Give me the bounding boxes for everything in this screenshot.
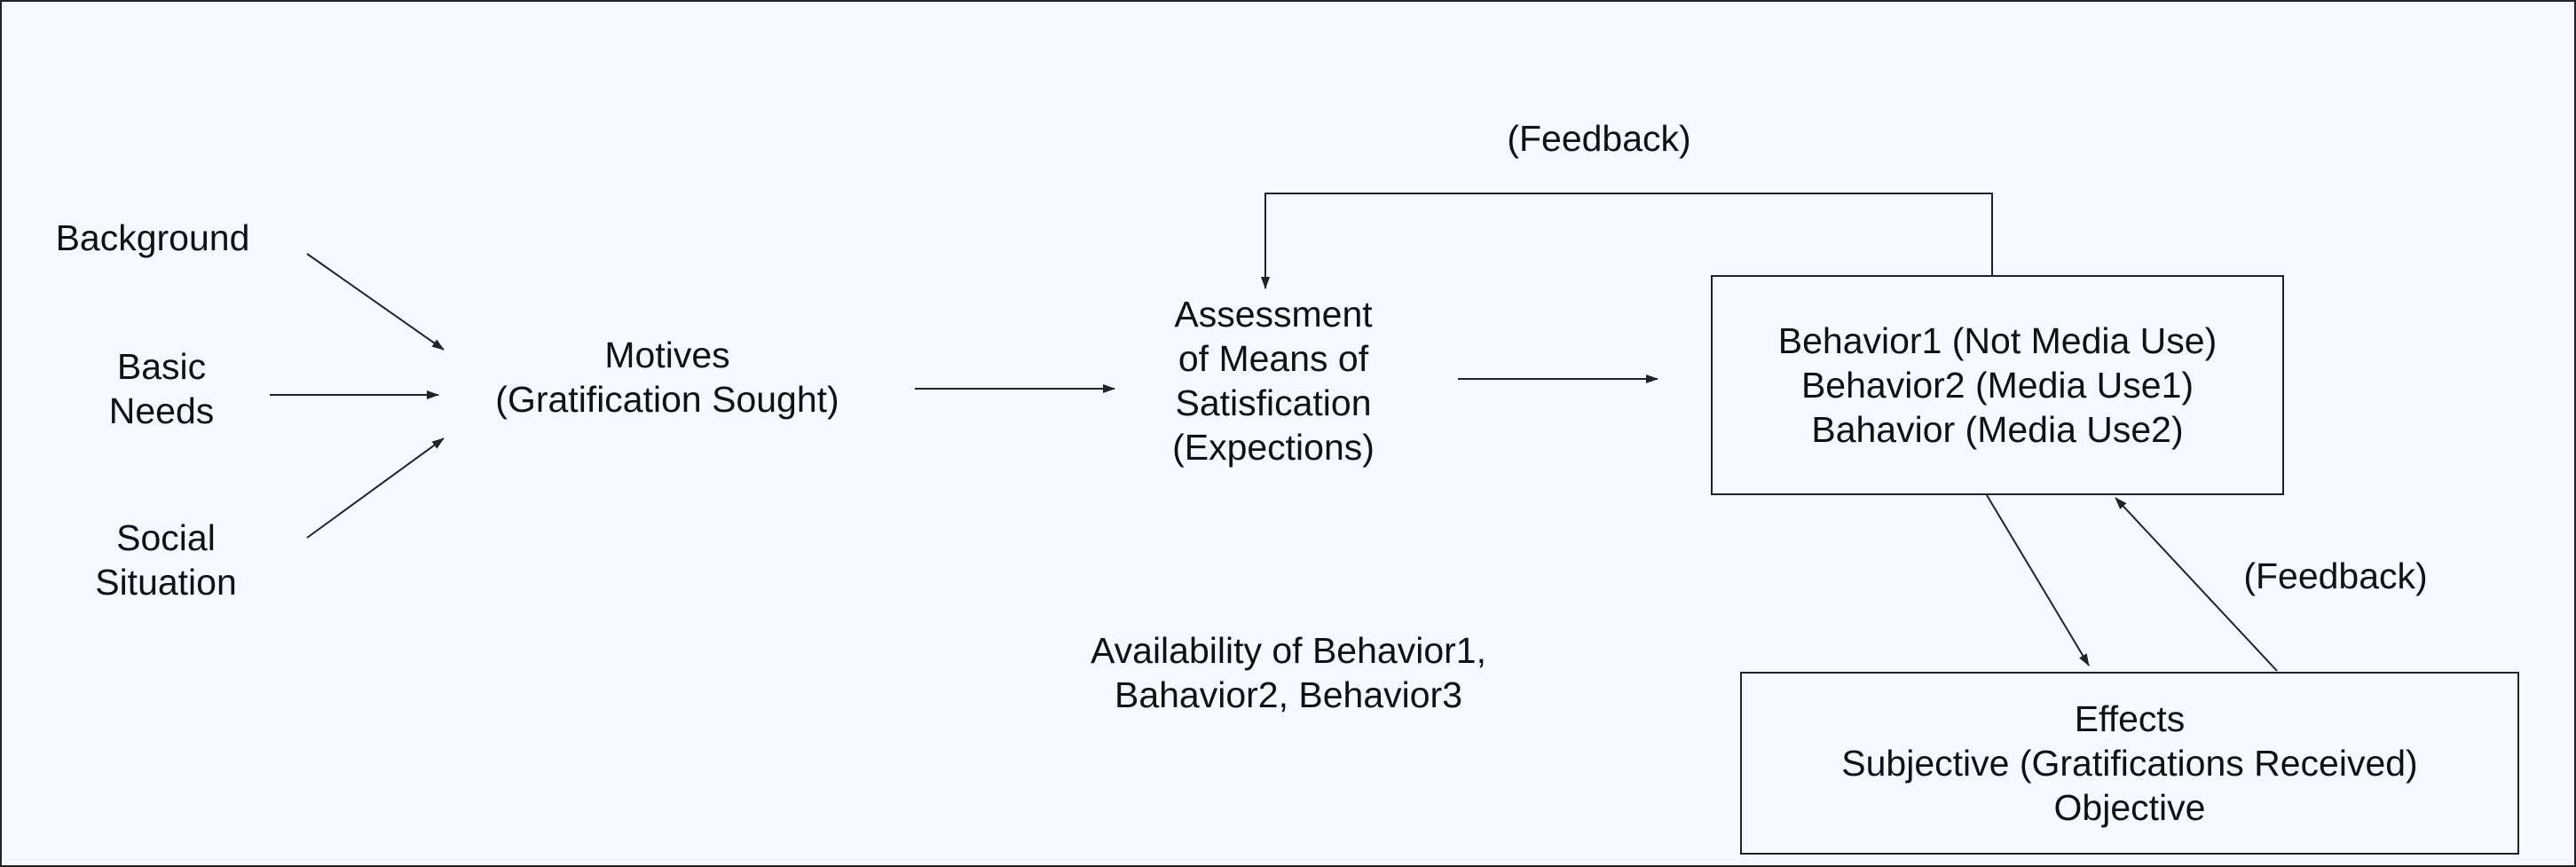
behavior-line-1: Behavior1 (Not Media Use) — [1777, 320, 2218, 361]
effects-line-2: Subjective (Gratifications Received) — [1841, 743, 2418, 784]
feedback-loop-top — [1261, 193, 1993, 289]
input-basic-needs: Basic Needs — [28, 344, 295, 433]
availability-line-1: Availability of Behavior1, — [1091, 630, 1486, 671]
behavior-line-3: Bahavior (Media Use2) — [1811, 409, 2184, 450]
motives-title: Motives — [604, 335, 730, 375]
input-social-situation: Social Situation — [33, 516, 299, 604]
input-social-situation-line-2: Situation — [95, 562, 237, 603]
input-basic-needs-line-1: Basic — [116, 346, 207, 387]
assessment-line-2: of Means of — [1178, 338, 1369, 379]
availability-note: Availability of Behavior1, Bahavior2, Be… — [978, 628, 1599, 717]
arrow-social-situation-to-motives — [306, 437, 445, 539]
assessment-line-1: Assessment — [1174, 294, 1373, 335]
availability-line-2: Bahavior2, Behavior3 — [1114, 674, 1463, 715]
arrow-background-to-motives — [306, 253, 445, 351]
effects-line-1: Effects — [2074, 698, 2186, 739]
effects-line-3: Objective — [2053, 787, 2206, 828]
behavior-line-2: Behavior2 (Media Use1) — [1800, 365, 2194, 406]
assessment-line-4: (Expections) — [1172, 427, 1375, 468]
input-basic-needs-line-2: Needs — [108, 390, 215, 431]
feedback-label-right: (Feedback) — [2243, 556, 2428, 596]
assessment-node: Assessment of Means of Satisfication (Ex… — [1096, 292, 1451, 469]
motives-subtitle: (Gratification Sought) — [495, 379, 839, 420]
input-background: Background — [55, 217, 250, 258]
assessment-line-3: Satisfication — [1175, 382, 1372, 423]
input-social-situation-line-1: Social — [116, 517, 216, 558]
feedback-label-top: (Feedback) — [1507, 118, 1691, 159]
arrow-behavior-to-effects — [1986, 494, 2090, 666]
behavior-box: Behavior1 (Not Media Use) Behavior2 (Med… — [1711, 275, 2284, 495]
motives-node: Motives (Gratification Sought) — [445, 333, 889, 422]
effects-box: Effects Subjective (Gratifications Recei… — [1740, 672, 2519, 855]
